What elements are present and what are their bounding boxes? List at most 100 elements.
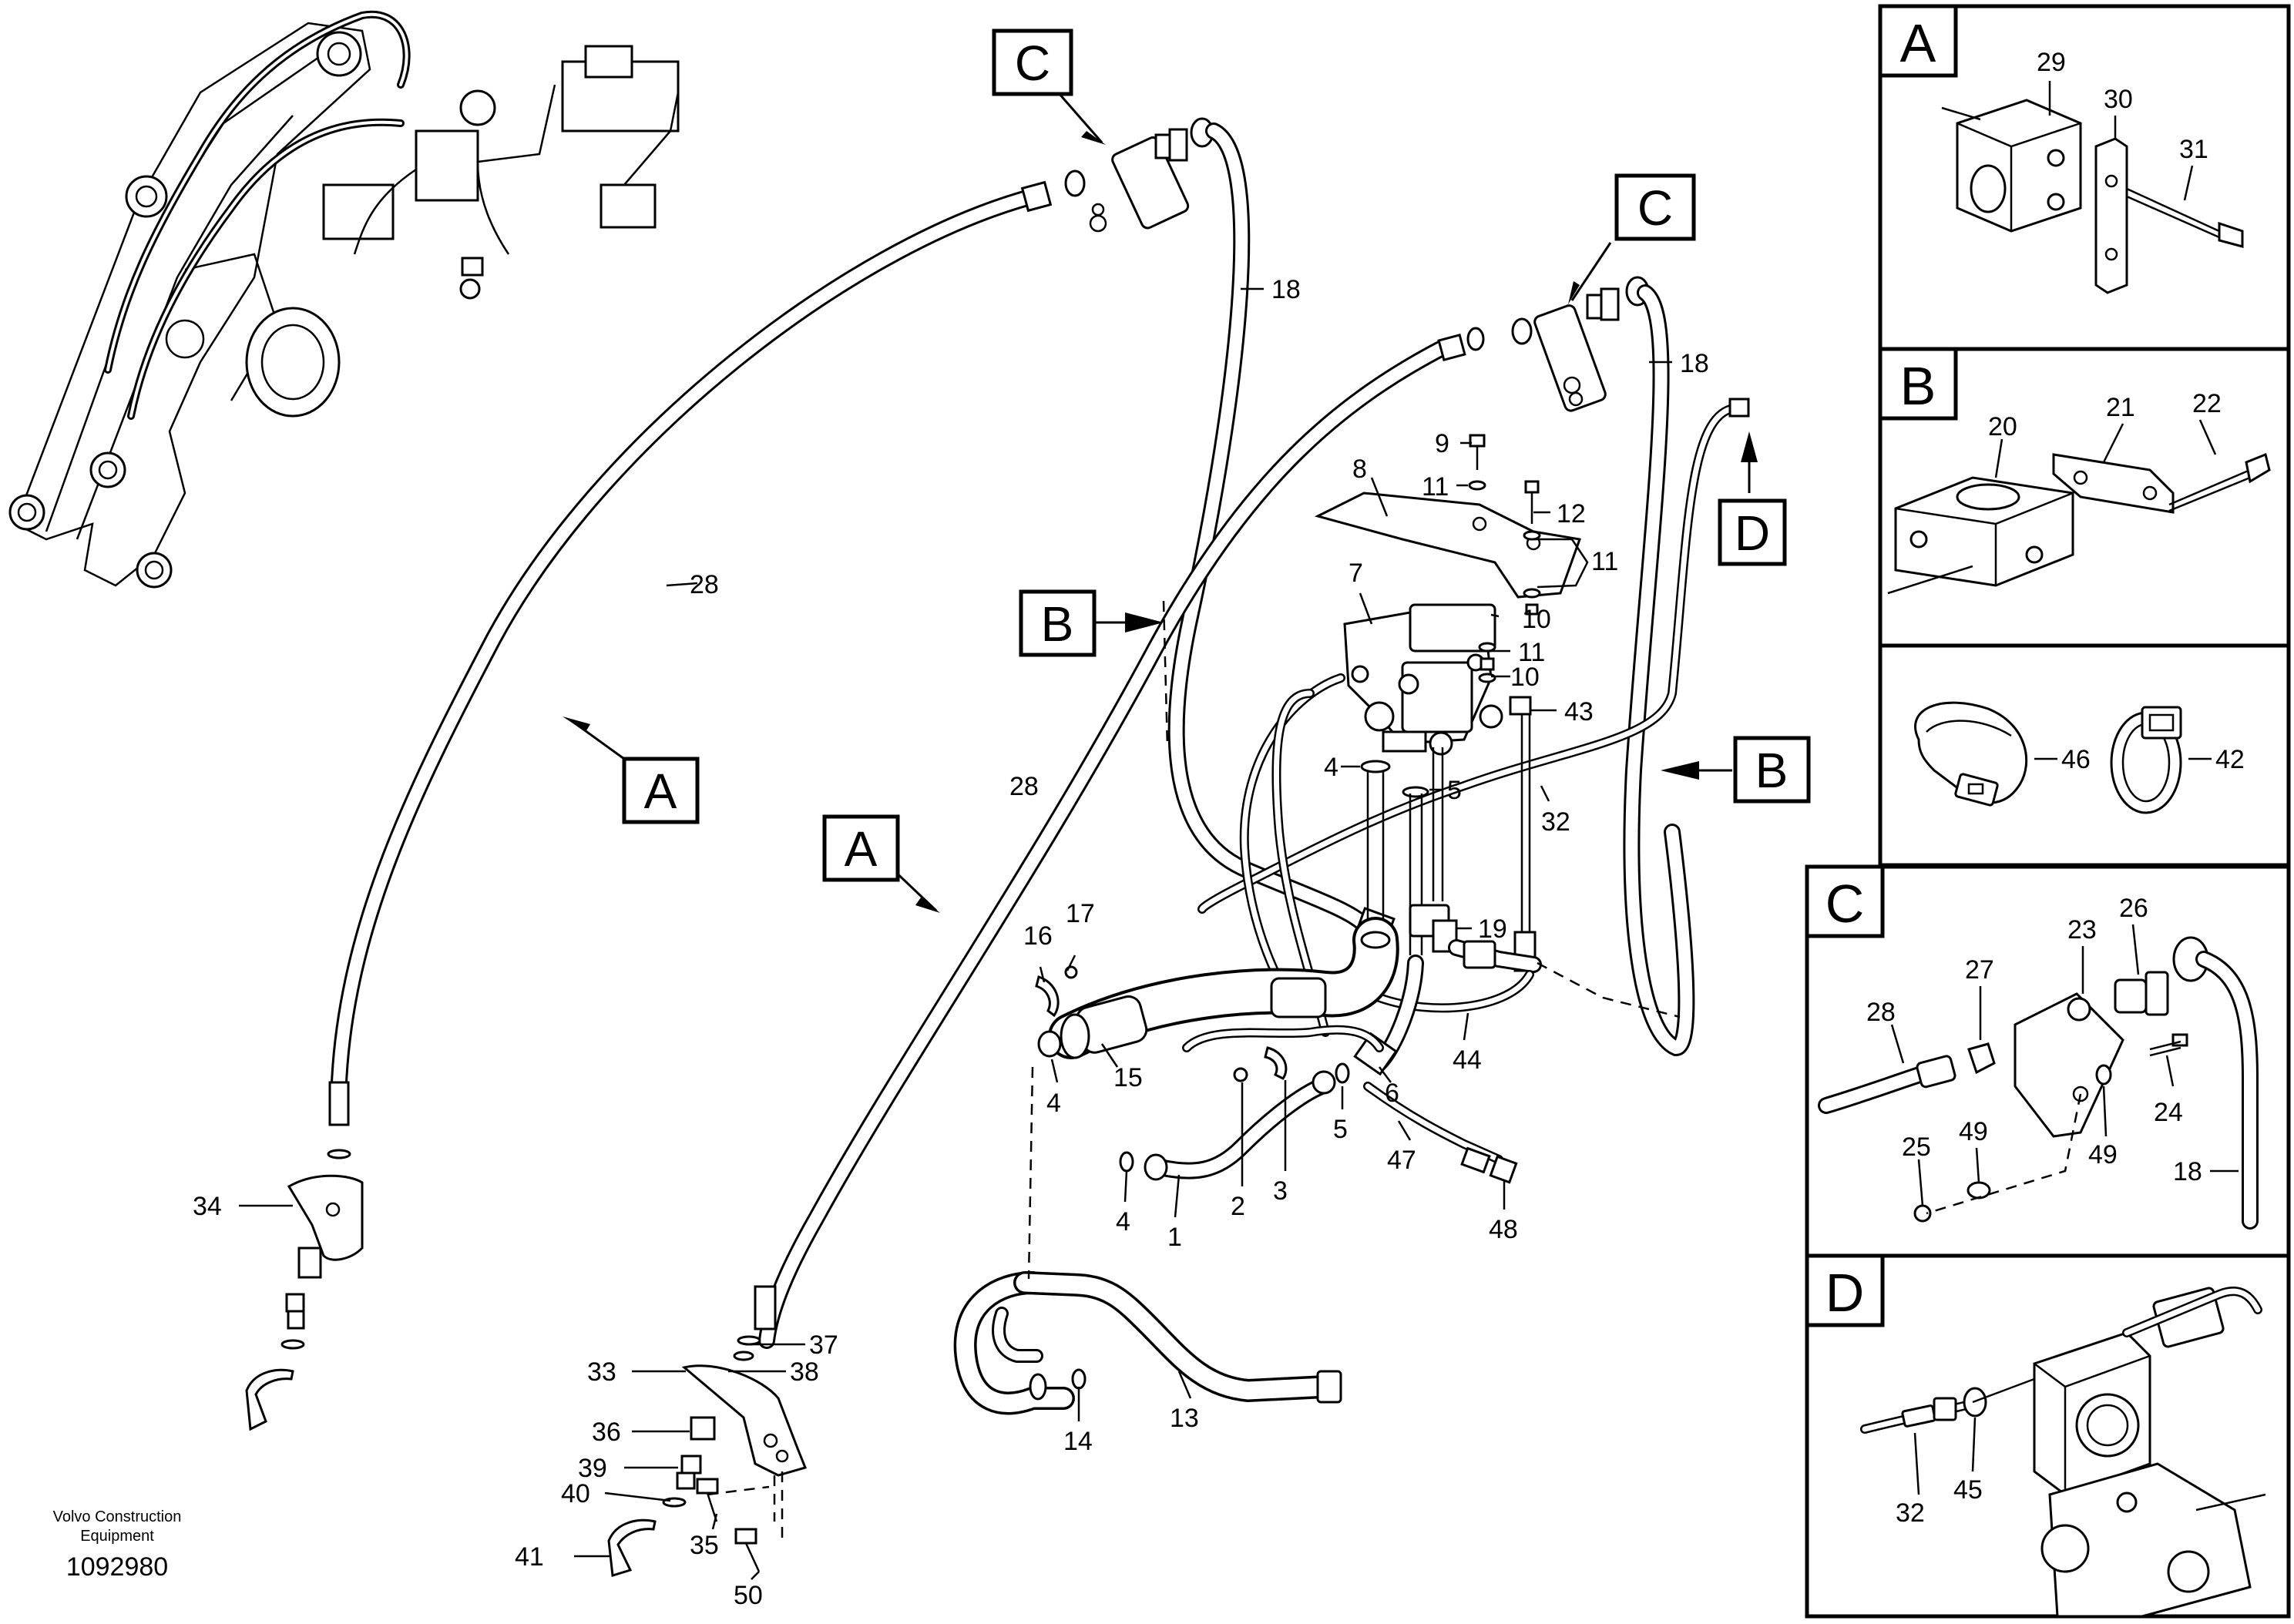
part-number-labels: 18 28 18 9 8 11 12 11 7 10 11 10 43 4 5 …	[193, 275, 1709, 1610]
part-label: 39	[578, 1454, 607, 1483]
part-label: 15	[1113, 1063, 1143, 1092]
hose-18-left	[1167, 122, 1396, 942]
callout-d-label: D	[1735, 505, 1770, 561]
part-label: 32	[1896, 1498, 1925, 1528]
part-label: 46	[2061, 745, 2091, 774]
part-label: 35	[690, 1531, 719, 1560]
part-label: 36	[592, 1418, 621, 1447]
company-name-line1: Volvo Construction	[53, 1508, 182, 1525]
part-label: 17	[1066, 899, 1095, 928]
callout-box-b-left: B	[1019, 589, 1097, 657]
detail-panel-c: C 28 27 23 26 24 25 49 49	[1805, 864, 2291, 1258]
callout-box-a-lower: A	[822, 814, 900, 882]
part-label: 10	[1510, 663, 1540, 692]
part-label: 37	[809, 1330, 838, 1360]
part-label: 10	[1522, 605, 1551, 634]
callout-box-c-left: C	[992, 29, 1073, 96]
pipe-6	[1353, 955, 1424, 1076]
part-label: 48	[1489, 1215, 1518, 1244]
part-label: 25	[1902, 1132, 1931, 1162]
part-label: 11	[1591, 547, 1618, 576]
part-label: 4	[1324, 753, 1338, 782]
part-label: 20	[1988, 412, 2017, 441]
part-label: 29	[2037, 48, 2066, 77]
bracket-33-assembly	[607, 1335, 808, 1577]
part-label: 14	[1063, 1427, 1093, 1456]
footer-block: Volvo Construction Equipment 1092980	[53, 1508, 182, 1582]
callout-a-upper-label: A	[644, 763, 677, 819]
part-label: 11	[1518, 638, 1545, 667]
part-label: 44	[1453, 1045, 1482, 1075]
hose-47	[1363, 1082, 1518, 1184]
hose-28-upper	[328, 117, 1214, 1126]
pipe-1	[1119, 1062, 1350, 1181]
machine-overview-illustration	[8, 10, 680, 589]
part-label: 19	[1478, 914, 1507, 944]
part-label: 49	[1959, 1117, 1988, 1146]
part-label: 18	[1271, 275, 1301, 304]
part-label: 38	[790, 1357, 819, 1387]
part-label: 2	[1231, 1192, 1245, 1221]
callout-box-b-right: B	[1733, 736, 1811, 804]
callout-box-c-right: C	[1614, 173, 1696, 241]
part-label: 13	[1170, 1404, 1199, 1433]
part-label: 24	[2154, 1098, 2183, 1127]
part-label: 8	[1352, 455, 1367, 484]
callout-a-lower-label: A	[845, 821, 878, 877]
part-label: 26	[2119, 894, 2148, 923]
part-label: 49	[2088, 1140, 2118, 1169]
pipes-4-5	[1360, 747, 1444, 955]
part-label: 5	[1333, 1115, 1348, 1144]
part-label: 16	[1023, 921, 1053, 951]
detail-panel-clamps: 46 42	[1878, 643, 2291, 867]
detail-panel-b: B 20 21 22	[1878, 347, 2291, 648]
drawing-number: 1092980	[66, 1552, 168, 1582]
hose-18-right	[1623, 284, 1695, 1057]
part-label: 22	[2192, 389, 2222, 418]
part-label: 4	[1116, 1207, 1130, 1236]
part-label: 42	[2215, 745, 2245, 774]
part-label: 34	[193, 1192, 222, 1221]
bracket-8	[1314, 492, 1582, 599]
part-label: 41	[515, 1542, 544, 1572]
part-label: 50	[734, 1581, 763, 1610]
part-label: 32	[1541, 807, 1570, 837]
part-label: 9	[1435, 429, 1449, 458]
part-label: 40	[561, 1479, 590, 1508]
panel-b-label: B	[1900, 356, 1936, 416]
callout-b-right-label: B	[1755, 743, 1789, 798]
part-label: 23	[2067, 915, 2097, 945]
fitting-43	[1509, 696, 1537, 972]
tee-19	[1409, 904, 1542, 973]
callout-box-a-upper: A	[622, 757, 700, 824]
hose-32	[1197, 398, 1750, 914]
detail-panel-a: A 29 30 31	[1878, 4, 2291, 351]
part-label: 33	[587, 1357, 616, 1387]
callout-c-right-label: C	[1637, 180, 1673, 236]
detail-panel-d: D 32 45	[1805, 1253, 2291, 1619]
panel-c-label: C	[1825, 874, 1865, 934]
part-label: 12	[1557, 499, 1586, 528]
part-label: 18	[1680, 349, 1709, 378]
part-label: 7	[1349, 559, 1363, 588]
valve-7	[1343, 603, 1503, 756]
callout-b-left-label: B	[1041, 596, 1074, 652]
callout-box-d: D	[1718, 498, 1787, 566]
part-label: 5	[1447, 776, 1462, 805]
part-label: 11	[1422, 472, 1449, 502]
part-label: 4	[1046, 1089, 1061, 1118]
part-label: 43	[1564, 697, 1594, 726]
part-label: 18	[2173, 1157, 2202, 1186]
clamp-2-3	[1233, 1046, 1288, 1082]
leader-lines	[239, 287, 1672, 1580]
part-label: 3	[1273, 1176, 1288, 1206]
part-label: 21	[2106, 393, 2135, 422]
part-label: 47	[1387, 1146, 1416, 1175]
bracket-34-assembly	[245, 1149, 364, 1431]
part-label: 28	[1009, 772, 1039, 801]
part-label: 28	[690, 570, 719, 599]
part-label: 45	[1953, 1475, 1983, 1505]
part-label: 6	[1385, 1079, 1399, 1108]
company-name-line2: Equipment	[80, 1528, 154, 1545]
